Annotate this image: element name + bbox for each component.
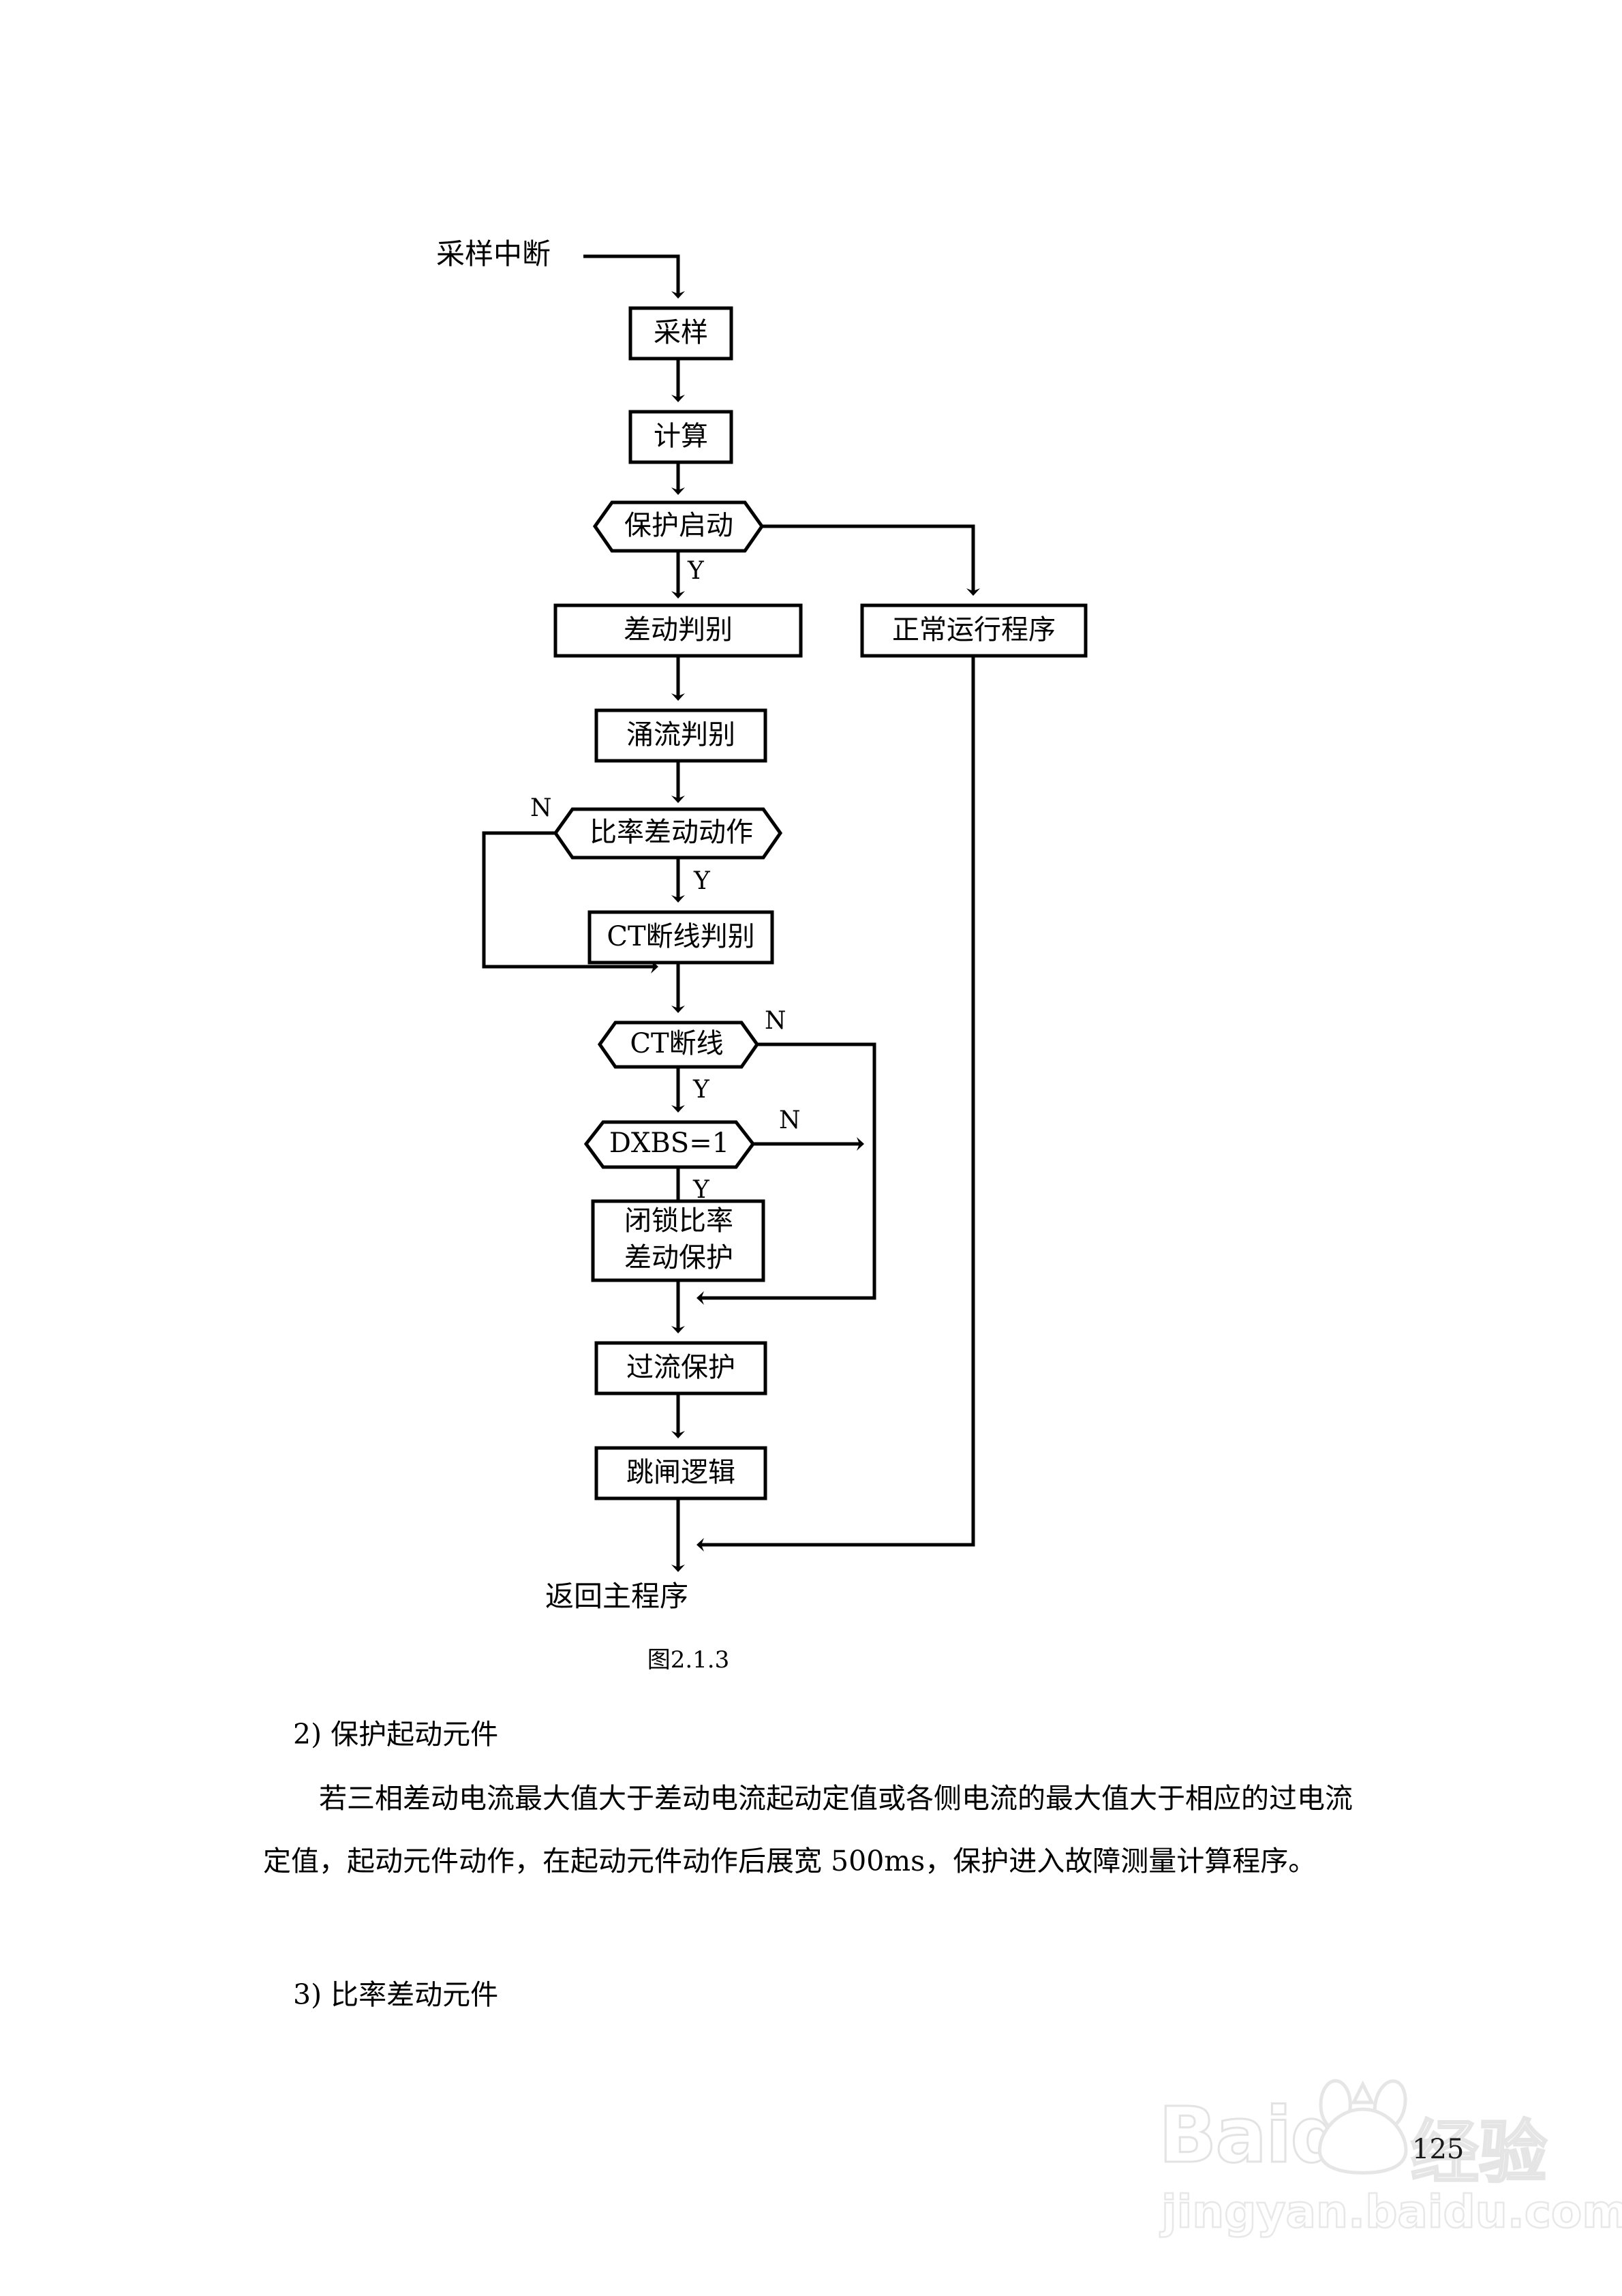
edge-protstart-no-to-normalrun xyxy=(762,524,980,596)
node-ct-break-label: CT断线 xyxy=(630,1028,723,1059)
node-normal-run-label: 正常运行程序 xyxy=(892,614,1056,646)
node-diff-judge-label: 差动判别 xyxy=(624,614,733,646)
node-trip-logic-label: 跳闸逻辑 xyxy=(626,1457,735,1488)
node-inrush-judge-label: 涌流判别 xyxy=(626,719,735,751)
label-dxbs-yes: Y xyxy=(692,1176,710,1204)
node-inrush-judge xyxy=(594,708,767,763)
edge-entry-to-sampling xyxy=(583,254,685,299)
node-overcurrent xyxy=(594,1341,767,1395)
label-dxbs-no: N xyxy=(779,1106,801,1134)
node-block-ratio-diff xyxy=(591,1199,765,1282)
watermark-site: jingyan.baidu.com xyxy=(1161,2185,1622,2239)
label-ctbreak-yes: Y xyxy=(692,1076,710,1104)
node-overcurrent-label: 过流保护 xyxy=(626,1352,735,1383)
node-block-ratio-diff-line1: 闭锁比率 xyxy=(624,1205,733,1237)
node-protection-start-label: 保护启动 xyxy=(624,510,733,541)
watermark-brand: Baidu xyxy=(1157,2091,1398,2181)
node-trip-logic xyxy=(594,1446,767,1500)
node-compute-label: 计算 xyxy=(654,421,708,452)
label-ctbreak-no: N xyxy=(765,1007,786,1035)
label-ratiodiff-no: N xyxy=(530,794,552,822)
node-sampling-label: 采样 xyxy=(654,317,708,348)
node-dxbs-equals-1-label: DXBS=1 xyxy=(609,1128,729,1159)
label-protstart-yes: Y xyxy=(687,557,705,585)
section-paragraph-2: 若三相差动电流最大值大于差动电流起动定值或各侧电流的最大值大于相应的过电流定值，… xyxy=(263,1782,1353,1877)
baidu-watermark: Baidu 经验 jingyan.baidu.com xyxy=(1152,2079,1622,2255)
section-heading-3: 3) 比率差动元件 xyxy=(293,1978,499,2011)
node-sampling xyxy=(628,306,733,361)
node-block-ratio-diff-line2: 差动保护 xyxy=(624,1242,733,1273)
paw-print-icon xyxy=(1317,2079,1408,2175)
section-heading-2: 2) 保护起动元件 xyxy=(293,1718,499,1751)
flowchart-figure: 采样中断 采样 计算 保护启动 Y 正常运行程序 差动判别 涌流判别 比率差动动… xyxy=(436,237,1088,1674)
edge-ratiodiff-no-loop xyxy=(482,831,658,973)
node-normal-run xyxy=(860,603,1088,658)
page-number: 125 xyxy=(1412,2134,1465,2165)
label-ratiodiff-yes: Y xyxy=(693,867,711,895)
edge-ctbreak-no-bypass xyxy=(697,1042,876,1305)
node-ratio-diff-action-label: 比率差动动作 xyxy=(590,817,753,848)
node-ct-break-judge-label: CT断线判别 xyxy=(607,921,754,952)
node-ratio-diff-action xyxy=(553,807,783,860)
flow-entry-label: 采样中断 xyxy=(436,237,551,271)
flow-exit-label: 返回主程序 xyxy=(545,1580,688,1613)
figure-caption: 图2.1.3 xyxy=(647,1646,730,1674)
edge-normalrun-to-exit xyxy=(697,656,975,1552)
node-ct-break-judge xyxy=(587,910,774,965)
node-compute xyxy=(628,410,733,464)
